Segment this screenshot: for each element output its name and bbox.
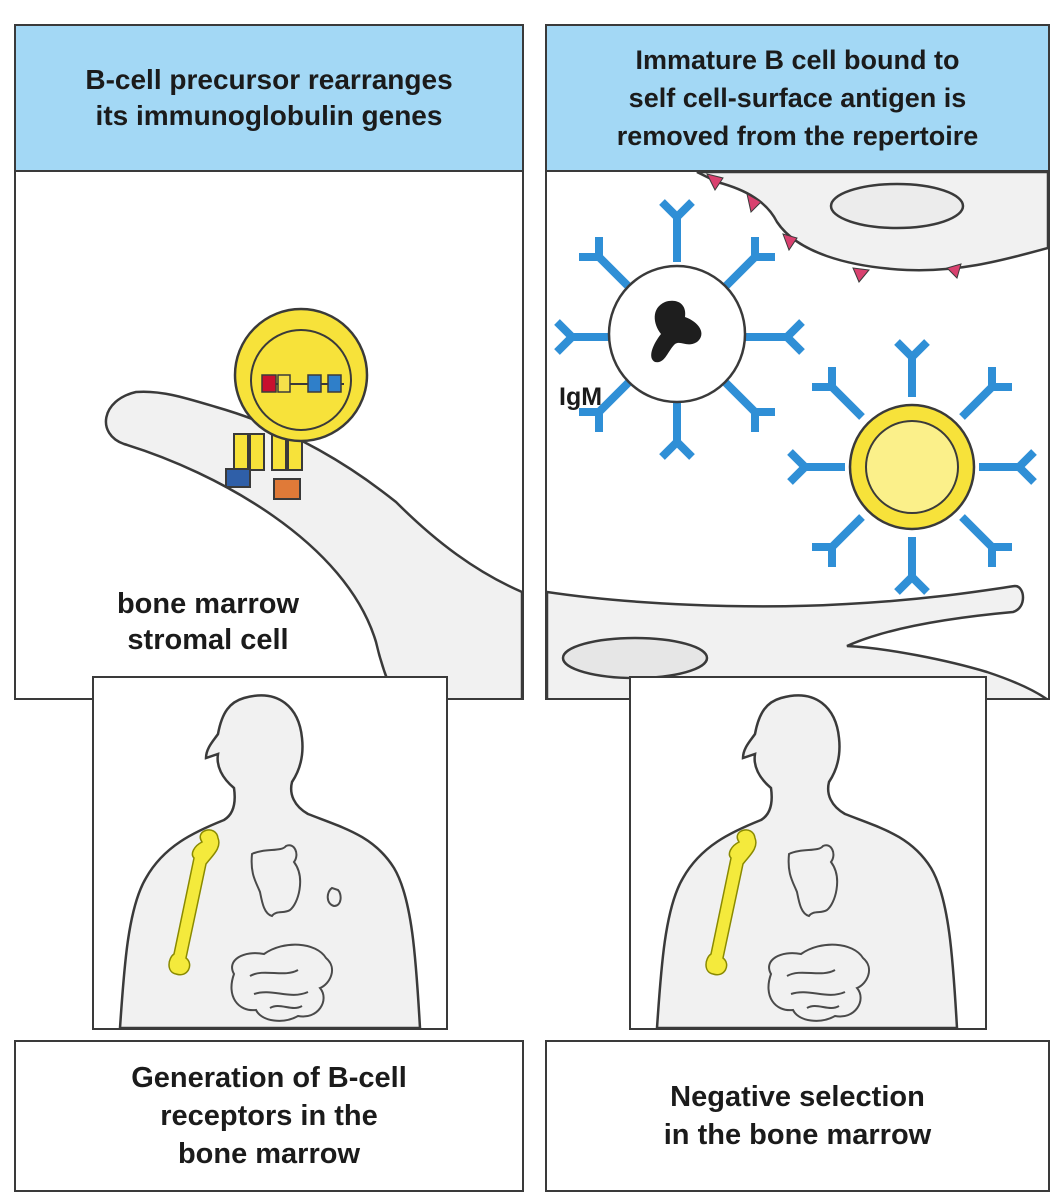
intestines-right: [767, 943, 871, 1022]
caption-right: Negative selection in the bone marrow: [545, 1040, 1050, 1192]
panel-right: Immature B cell bound to self cell-surfa…: [545, 24, 1050, 700]
panel-left-header-text: B-cell precursor rearranges its immunogl…: [85, 64, 453, 131]
caption-left-text: Generation of B-cell receptors in the bo…: [131, 1062, 407, 1170]
heart-outline-left: [250, 844, 302, 918]
panel-left: B-cell precursor rearranges its immunogl…: [14, 24, 524, 700]
humerus-bone-left: [168, 829, 220, 976]
pre-b-receptor: [225, 433, 303, 500]
stromal-cell-label: bone marrow stromal cell: [116, 588, 300, 656]
intestines-left: [230, 943, 334, 1022]
humerus-bone-right: [705, 829, 757, 976]
b-cell-precursor: [233, 307, 369, 443]
panel-left-header: B-cell precursor rearranges its immunogl…: [16, 26, 522, 172]
human-torso-right: [655, 694, 959, 1028]
panel-right-header-text: Immature B cell bound to self cell-surfa…: [616, 45, 979, 151]
gene-segment-blue-2: [327, 374, 342, 393]
self-cell-nucleus: [829, 182, 965, 230]
stromal-cell: [104, 390, 522, 698]
self-antigens: [706, 173, 962, 283]
caption-right-text: Negative selection in the bone marrow: [663, 1081, 932, 1151]
panel-right-header: Immature B cell bound to self cell-surfa…: [547, 26, 1048, 172]
body-panel-left: [92, 676, 448, 1030]
gene-segment-blue-1: [307, 374, 322, 393]
pyknotic-nucleus: [651, 300, 702, 363]
immature-b-cell-healthy: [787, 339, 1037, 595]
stromal-nucleus-right: [561, 636, 709, 680]
left-illustration: [104, 307, 522, 698]
caption-left: Generation of B-cell receptors in the bo…: [14, 1040, 524, 1192]
body-panel-right: [629, 676, 987, 1030]
torso-outline-right: [655, 694, 959, 1028]
gene-segment-red: [261, 374, 277, 393]
immature-b-cell-bound: [554, 199, 805, 460]
torso-outline: [118, 694, 422, 1028]
gene-segment-yellow: [277, 374, 291, 393]
igm-label: IgM: [559, 383, 603, 411]
right-illustration: [547, 172, 1048, 698]
human-torso-left: [118, 694, 422, 1028]
heart-outline-right: [787, 844, 839, 918]
kidney-outline-left: [326, 886, 342, 908]
